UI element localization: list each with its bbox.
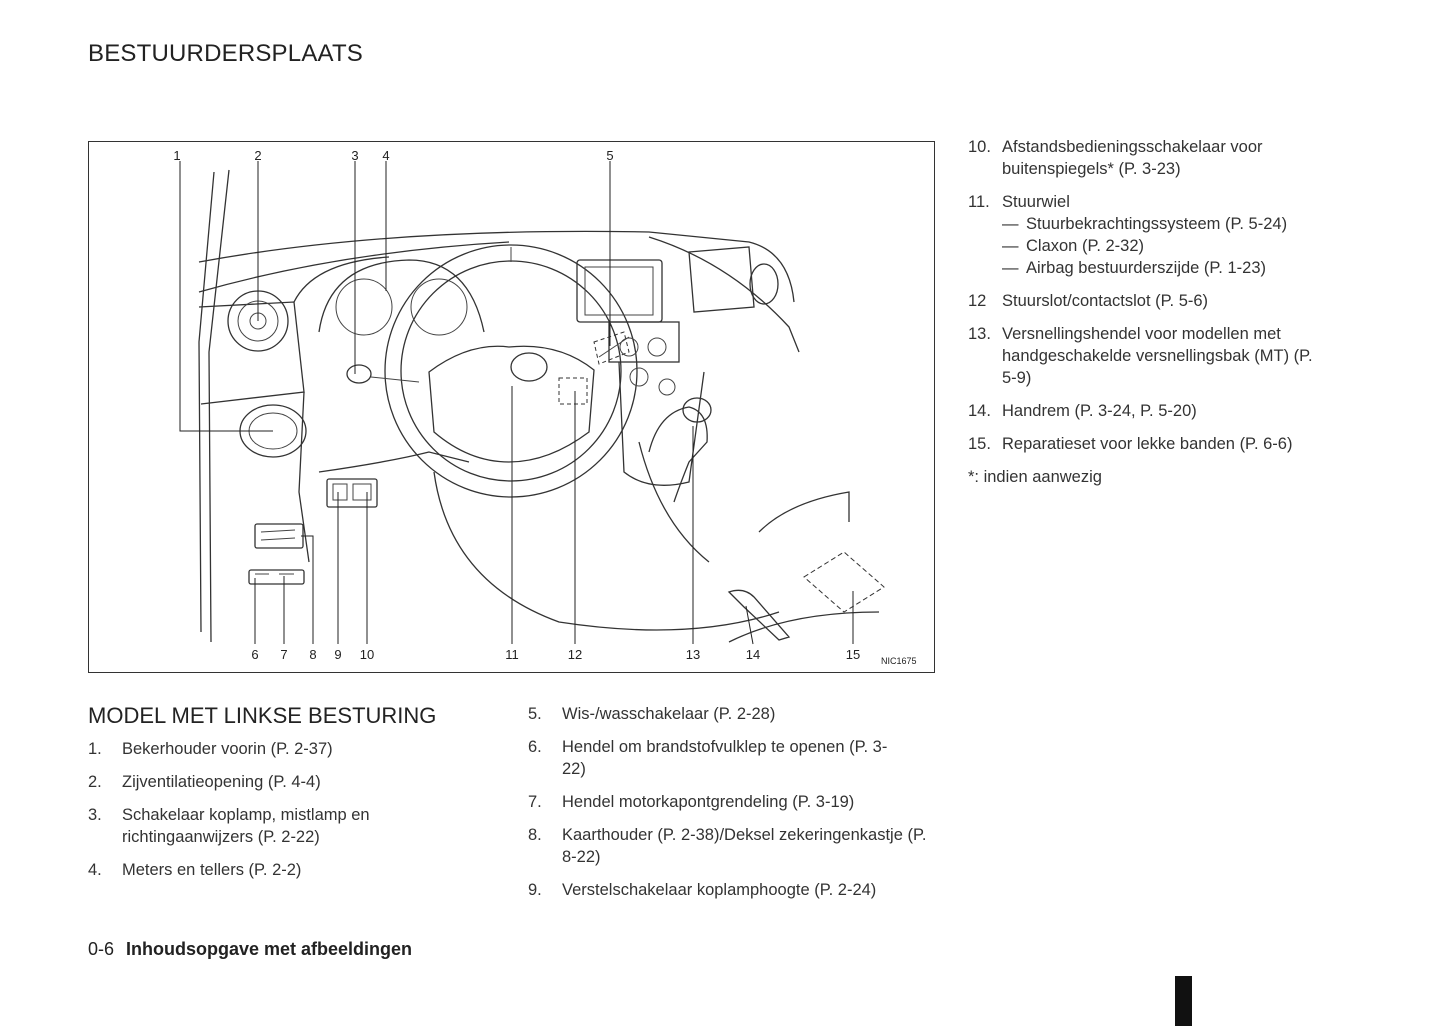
- list-item: 8. Kaarthouder (P. 2-38)/Deksel zekeringe…: [528, 824, 948, 868]
- item-text: Stuurwiel: [1002, 193, 1070, 211]
- item-text: Meters en tellers (P. 2-2): [122, 861, 302, 879]
- callout-3: 3: [351, 148, 358, 163]
- item-text: Reparatieset voor lekke banden (P. 6-6): [1002, 435, 1293, 453]
- sub-item: —Stuurbekrachtingssysteem (P. 5-24): [1002, 215, 1288, 233]
- page-title: BESTUURDERSPLAATS: [88, 40, 364, 67]
- item-text: Zijventilatieopening (P. 4-4): [122, 773, 321, 791]
- callout-10: 10: [360, 647, 374, 662]
- page-footer: 0-6 Inhoudsopgave met afbeeldingen: [88, 939, 412, 960]
- legend-list-middle: 5. Wis-/wasschakelaar (P. 2-28) 6. Hendel …: [528, 703, 948, 912]
- right-vent: [749, 263, 779, 305]
- figure-code: NIC1675: [881, 656, 917, 666]
- callout-4: 4: [382, 148, 389, 163]
- chapter-thumb-tab: [1175, 976, 1192, 1026]
- hand-brake: [727, 589, 791, 641]
- item-number: 5.: [528, 705, 542, 723]
- item-text: Handrem (P. 3-24, P. 5-20): [1002, 402, 1197, 420]
- item-number: 8.: [528, 826, 542, 844]
- section-heading: MODEL MET LINKSE BESTURING: [88, 703, 437, 728]
- nissan-logo: [510, 352, 548, 382]
- item-number: 2.: [88, 773, 102, 791]
- item-number: 12: [968, 292, 987, 310]
- list-item: 10. Afstandsbedieningsschakelaar voor bui…: [968, 136, 1338, 180]
- list-item: 13. Versnellingshendel voor modellen met …: [968, 323, 1338, 389]
- footnote: *: indien aanwezig: [968, 468, 1102, 486]
- callout-8: 8: [309, 647, 316, 662]
- item-number: 1.: [88, 740, 102, 758]
- dashboard-top: [198, 230, 795, 303]
- list-item: 11. Stuurwiel —Stuurbekrachtingssysteem …: [968, 191, 1338, 279]
- item-number: 9.: [528, 881, 542, 899]
- sub-item-text: Airbag bestuurderszijde (P. 1-23): [1026, 259, 1266, 277]
- item-text: Stuurslot/contactslot (P. 5-6): [1002, 292, 1209, 310]
- item-number: 4.: [88, 861, 102, 879]
- callout-13: 13: [686, 647, 700, 662]
- list-item: 15. Reparatieset voor lekke banden (P. 6-…: [968, 433, 1338, 455]
- list-item: 4. Meters en tellers (P. 2-2): [88, 859, 468, 881]
- item-text: Versnellingshendel voor modellen met han…: [1002, 325, 1313, 387]
- callout-11: 11: [505, 647, 519, 662]
- callout-9: 9: [334, 647, 341, 662]
- sub-item: —Claxon (P. 2-32): [1002, 237, 1145, 255]
- sub-item-text: Claxon (P. 2-32): [1026, 237, 1145, 255]
- switch-panel: [326, 478, 378, 508]
- item-number: 3.: [88, 806, 102, 824]
- gear-lever: [648, 406, 708, 503]
- callout-6: 6: [251, 647, 258, 662]
- item-text: Hendel motorkapontgrendeling (P. 3-19): [562, 793, 855, 811]
- light-stalk: [346, 364, 372, 384]
- meter-cluster: [318, 259, 485, 333]
- tyre-repair-kit-hidden: [803, 551, 885, 613]
- list-item: 12 Stuurslot/contactslot (P. 5-6): [968, 290, 1338, 312]
- driver-seat-edge: [433, 471, 780, 631]
- center-vents: [608, 321, 680, 363]
- chapter-title: Inhoudsopgave met afbeeldingen: [126, 939, 413, 959]
- item-number: 11.: [968, 193, 990, 211]
- steering-hub: [428, 345, 595, 463]
- dashboard-line-drawing: 1 2 3 4 5 6 7 8 9 10 11 12 13 14 15 NIC1…: [173, 148, 917, 666]
- callout-5: 5: [606, 148, 613, 163]
- sub-item: —Airbag bestuurderszijde (P. 1-23): [1002, 259, 1266, 277]
- callout-12: 12: [568, 647, 582, 662]
- fuse-box-cover: [254, 523, 304, 549]
- ignition-lock-hidden: [558, 377, 588, 405]
- callout-14: 14: [746, 647, 760, 662]
- sub-item-text: Stuurbekrachtingssysteem (P. 5-24): [1026, 215, 1288, 233]
- item-number: 10.: [968, 138, 991, 156]
- item-text: Hendel om brandstofvulklep te openen (P.…: [562, 738, 888, 778]
- leader-lines: [179, 161, 854, 645]
- list-item: 1. Bekerhouder voorin (P. 2-37): [88, 738, 468, 760]
- list-item: 2. Zijventilatieopening (P. 4-4): [88, 771, 468, 793]
- item-number: 14.: [968, 402, 991, 420]
- legend-list-right: 10. Afstandsbedieningsschakelaar voor bui…: [968, 136, 1338, 488]
- item-text: Afstandsbedieningsschakelaar voor buiten…: [1002, 138, 1263, 178]
- item-number: 6.: [528, 738, 542, 756]
- steering-wheel: [384, 244, 638, 498]
- item-text: Kaarthouder (P. 2-38)/Deksel zekeringenk…: [562, 826, 927, 866]
- item-number: 15.: [968, 435, 991, 453]
- list-item: 6. Hendel om brandstofvulklep te openen (…: [528, 736, 948, 780]
- item-text: Wis-/wasschakelaar (P. 2-28): [562, 705, 776, 723]
- page-number: 0-6: [88, 939, 115, 959]
- list-item: 9. Verstelschakelaar koplamphoogte (P. 2-…: [528, 879, 948, 901]
- item-text: Verstelschakelaar koplamphoogte (P. 2-24…: [562, 881, 877, 899]
- release-levers: [248, 569, 305, 585]
- callout-1: 1: [173, 148, 180, 163]
- item-number: 13.: [968, 325, 991, 343]
- list-item: 3. Schakelaar koplamp, mistlamp en richti…: [88, 804, 468, 848]
- item-number: 7.: [528, 793, 542, 811]
- item-text: Bekerhouder voorin (P. 2-37): [122, 740, 333, 758]
- callout-2: 2: [254, 148, 261, 163]
- center-display: [576, 259, 663, 323]
- list-item: 5. Wis-/wasschakelaar (P. 2-28): [528, 703, 948, 725]
- legend-list-left: 1. Bekerhouder voorin (P. 2-37) 2. Zijvent…: [88, 738, 468, 892]
- dashboard-illustration: 1 2 3 4 5 6 7 8 9 10 11 12 13 14 15 NIC1…: [88, 141, 935, 673]
- a-pillar: [198, 171, 215, 633]
- list-item: 14. Handrem (P. 3-24, P. 5-20): [968, 400, 1338, 422]
- callout-15: 15: [846, 647, 860, 662]
- callout-7: 7: [280, 647, 287, 662]
- item-text: Schakelaar koplamp, mistlamp en richting…: [122, 806, 370, 846]
- list-item: 7. Hendel motorkapontgrendeling (P. 3-19): [528, 791, 948, 813]
